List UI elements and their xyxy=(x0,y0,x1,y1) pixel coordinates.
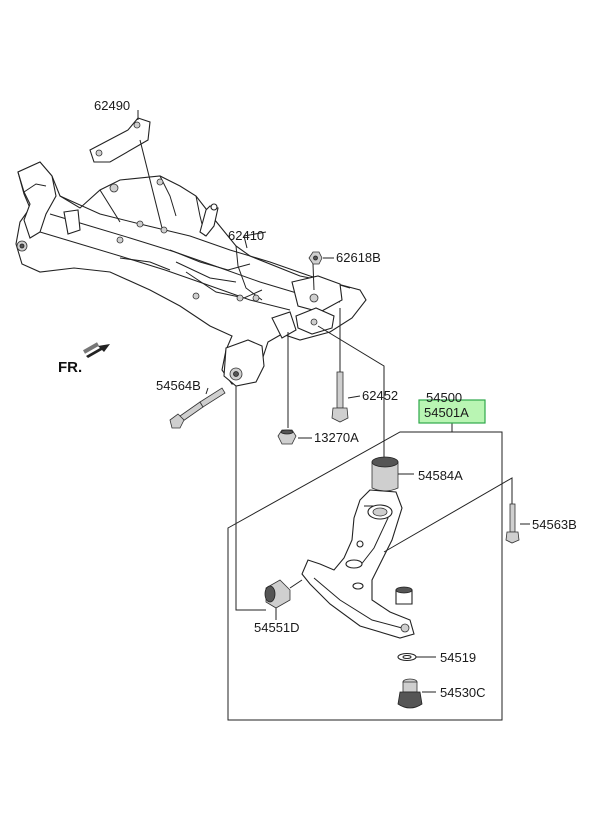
snap-ring-54519-part xyxy=(397,652,417,662)
label-54501A[interactable]: 54501A xyxy=(424,405,469,420)
subframe-62410-part[interactable] xyxy=(15,161,367,387)
label-62452[interactable]: 62452 xyxy=(362,388,398,403)
label-54563B[interactable]: 54563B xyxy=(532,517,577,532)
highlight-54501A-box[interactable] xyxy=(418,399,486,424)
nut-13270A-part[interactable] xyxy=(277,429,297,445)
bolt-62452-part[interactable] xyxy=(331,371,349,423)
lower-arm-54500-part[interactable] xyxy=(301,489,415,639)
ball-joint-54530C-part xyxy=(397,678,423,709)
label-13270A[interactable]: 13270A xyxy=(314,430,359,445)
label-54564B[interactable]: 54564B xyxy=(156,378,201,393)
bracket-62490-part[interactable] xyxy=(89,117,151,163)
front-arrow-icon xyxy=(83,342,110,358)
label-62490[interactable]: 62490 xyxy=(94,98,130,113)
bushing-54584A-part[interactable] xyxy=(371,456,414,492)
label-54500[interactable]: 54500 xyxy=(426,390,462,405)
label-54584A[interactable]: 54584A xyxy=(418,468,463,483)
label-54530C[interactable]: 54530C xyxy=(440,685,486,700)
bushing-54551D-part[interactable] xyxy=(264,579,303,620)
nut-62618B-part[interactable] xyxy=(308,251,323,265)
label-54551D[interactable]: 54551D xyxy=(254,620,300,635)
label-62618B[interactable]: 62618B xyxy=(336,250,381,265)
bolt-54563B-part[interactable] xyxy=(383,477,530,553)
ball-joint-assembly[interactable] xyxy=(395,586,436,709)
front-marker-label: FR. xyxy=(58,359,82,376)
leader-lines-top xyxy=(137,110,385,611)
label-54519[interactable]: 54519 xyxy=(440,650,476,665)
label-62410[interactable]: 62410 xyxy=(228,228,264,243)
bolt-54564B-part[interactable] xyxy=(169,387,226,429)
